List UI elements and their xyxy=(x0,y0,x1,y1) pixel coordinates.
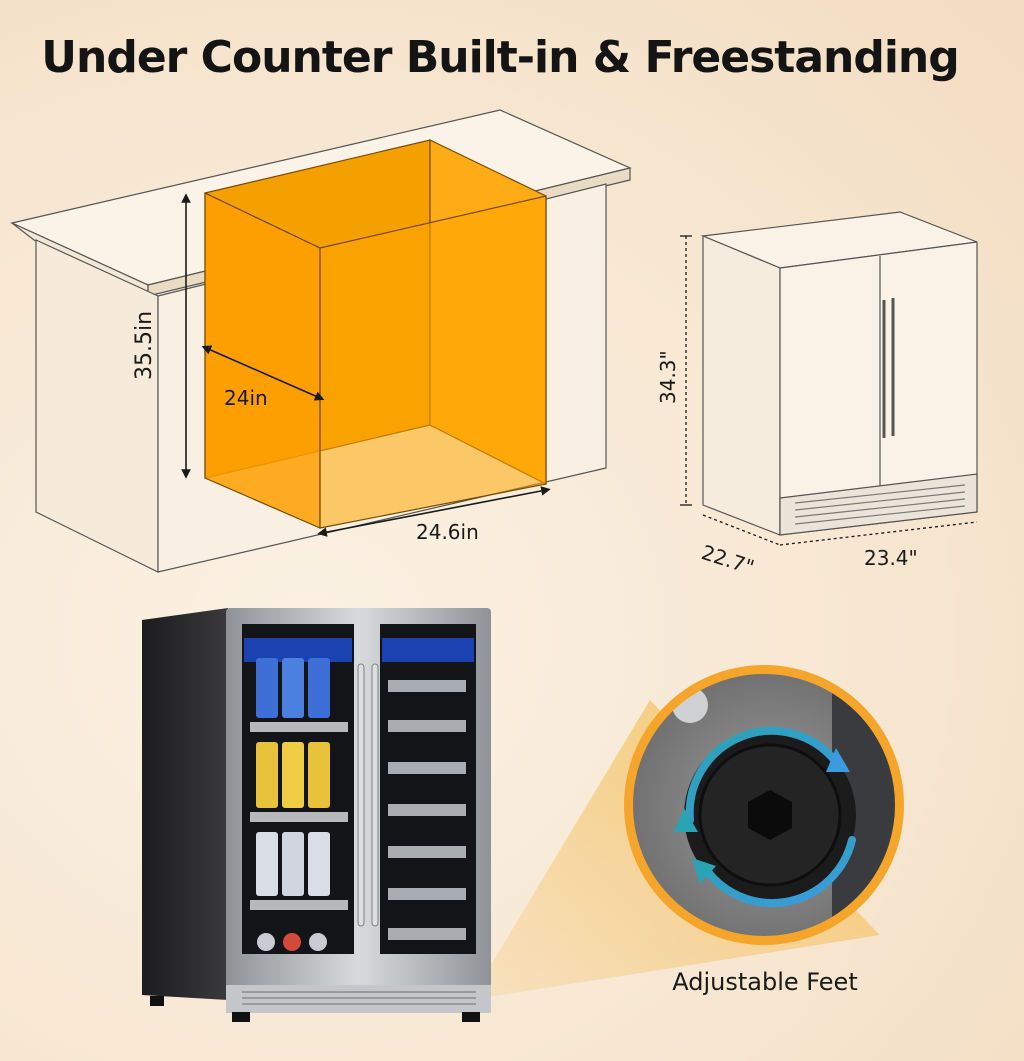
cans xyxy=(256,658,330,951)
cavity-dimension-lines xyxy=(181,193,551,537)
cavity-width-label: 24.6in xyxy=(416,520,479,544)
unit-dimension-lines xyxy=(680,235,978,546)
cavity-height-label: 35.5in xyxy=(132,310,157,380)
beverage-fridge xyxy=(142,608,491,1022)
unit-height-label: 34.3" xyxy=(656,350,680,404)
cavity-depth-label: 24in xyxy=(224,386,268,410)
unit-width-label: 23.4" xyxy=(864,546,918,570)
unit-outline-drawing xyxy=(700,211,978,536)
headline: Under Counter Built-in & Freestanding xyxy=(41,32,959,83)
adjustable-feet-closeup xyxy=(624,665,904,945)
wine-shelves xyxy=(388,680,466,940)
unit-vent-slots xyxy=(794,484,966,525)
cavity-box xyxy=(204,139,547,529)
adjustable-feet-label: Adjustable Feet xyxy=(672,968,858,996)
